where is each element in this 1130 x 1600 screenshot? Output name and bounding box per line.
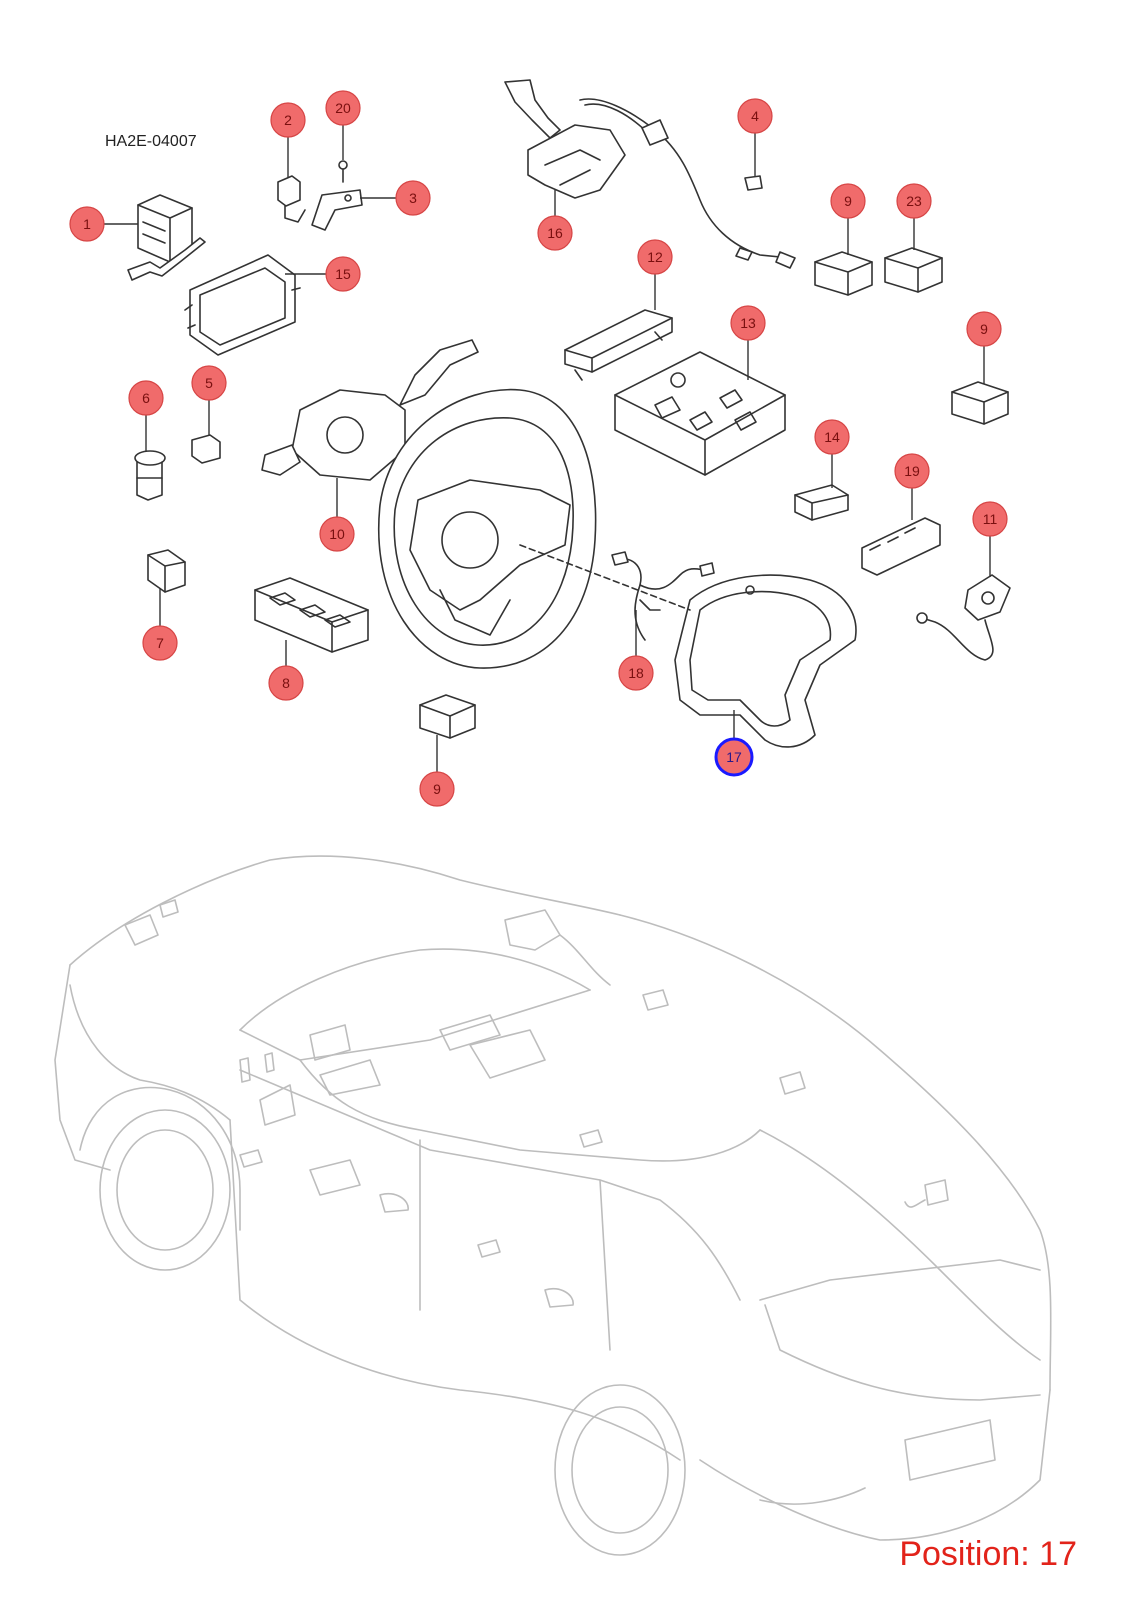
- svg-text:14: 14: [824, 429, 840, 445]
- part-10-column-switch[interactable]: [261, 339, 479, 481]
- svg-text:11: 11: [983, 511, 998, 527]
- part-8-switch-cluster[interactable]: [254, 577, 369, 653]
- part-17-steering-wheel-cover[interactable]: [674, 574, 857, 748]
- callout-1[interactable]: 1: [69, 206, 105, 242]
- callout-10[interactable]: 10: [319, 516, 355, 552]
- svg-text:18: 18: [628, 665, 644, 681]
- svg-text:10: 10: [329, 526, 345, 542]
- svg-text:9: 9: [844, 193, 852, 209]
- position-label: Position: 17: [899, 1535, 1077, 1573]
- svg-text:2: 2: [284, 112, 292, 128]
- callout-18[interactable]: 18: [618, 655, 654, 691]
- callout-15[interactable]: 15: [325, 256, 361, 292]
- part-4-connector[interactable]: [744, 175, 763, 191]
- part-19-switch-panel[interactable]: [861, 517, 941, 576]
- callout-6[interactable]: 6: [128, 380, 164, 416]
- part-23-switch[interactable]: [884, 247, 943, 293]
- svg-text:23: 23: [906, 193, 922, 209]
- steering-wheel: [378, 388, 597, 669]
- callout-23[interactable]: 23: [896, 183, 932, 219]
- svg-text:6: 6: [142, 390, 150, 406]
- callout-12[interactable]: 12: [637, 239, 673, 275]
- part-20-screw[interactable]: [338, 160, 348, 183]
- svg-text:8: 8: [282, 675, 290, 691]
- svg-text:13: 13: [740, 315, 756, 331]
- part-14-switch[interactable]: [794, 484, 849, 521]
- part-11-sensor[interactable]: [916, 574, 1011, 661]
- callout-16[interactable]: 16: [537, 215, 573, 251]
- svg-text:17: 17: [726, 749, 742, 765]
- callout-9-bottom[interactable]: 9: [419, 771, 455, 807]
- svg-text:20: 20: [335, 100, 351, 116]
- callout-19[interactable]: 19: [894, 453, 930, 489]
- callout-17-selected[interactable]: 17: [714, 737, 754, 777]
- svg-text:9: 9: [980, 321, 988, 337]
- callout-20[interactable]: 20: [325, 90, 361, 126]
- callout-11[interactable]: 11: [972, 501, 1008, 537]
- diagram-code: HA2E-04007: [105, 133, 197, 150]
- car-outline: [54, 855, 1052, 1556]
- callout-9-top[interactable]: 9: [830, 183, 866, 219]
- svg-text:16: 16: [547, 225, 563, 241]
- part-2-switch[interactable]: [277, 175, 306, 223]
- svg-text:19: 19: [904, 463, 920, 479]
- svg-text:1: 1: [83, 216, 91, 232]
- part-9-switch-top[interactable]: [814, 251, 873, 296]
- part-9-switch-bottom[interactable]: [419, 694, 476, 739]
- callout-13[interactable]: 13: [730, 305, 766, 341]
- callout-14[interactable]: 14: [814, 419, 850, 455]
- callout-5[interactable]: 5: [191, 365, 227, 401]
- part-6-button[interactable]: [134, 450, 166, 501]
- part-9-switch-right[interactable]: [951, 381, 1009, 425]
- svg-text:7: 7: [156, 635, 164, 651]
- part-16-bracket-harness[interactable]: [504, 79, 796, 269]
- callout-2[interactable]: 2: [270, 102, 306, 138]
- part-15-display[interactable]: [184, 254, 301, 356]
- callout-4[interactable]: 4: [737, 98, 773, 134]
- callout-3[interactable]: 3: [395, 180, 431, 216]
- svg-text:12: 12: [647, 249, 663, 265]
- part-3-bracket[interactable]: [311, 189, 363, 231]
- part-1-module[interactable]: [127, 194, 206, 281]
- part-7-module[interactable]: [147, 549, 186, 593]
- part-5-connector[interactable]: [191, 434, 221, 464]
- part-13-control-panel[interactable]: [614, 351, 786, 476]
- svg-text:3: 3: [409, 190, 417, 206]
- callout-9-right[interactable]: 9: [966, 311, 1002, 347]
- part-12-module[interactable]: [564, 309, 673, 381]
- svg-text:4: 4: [751, 108, 759, 124]
- assembly-leader-line: [519, 544, 691, 611]
- svg-text:5: 5: [205, 375, 213, 391]
- callout-7[interactable]: 7: [142, 625, 178, 661]
- callout-8[interactable]: 8: [268, 665, 304, 701]
- svg-text:9: 9: [433, 781, 441, 797]
- svg-text:15: 15: [335, 266, 351, 282]
